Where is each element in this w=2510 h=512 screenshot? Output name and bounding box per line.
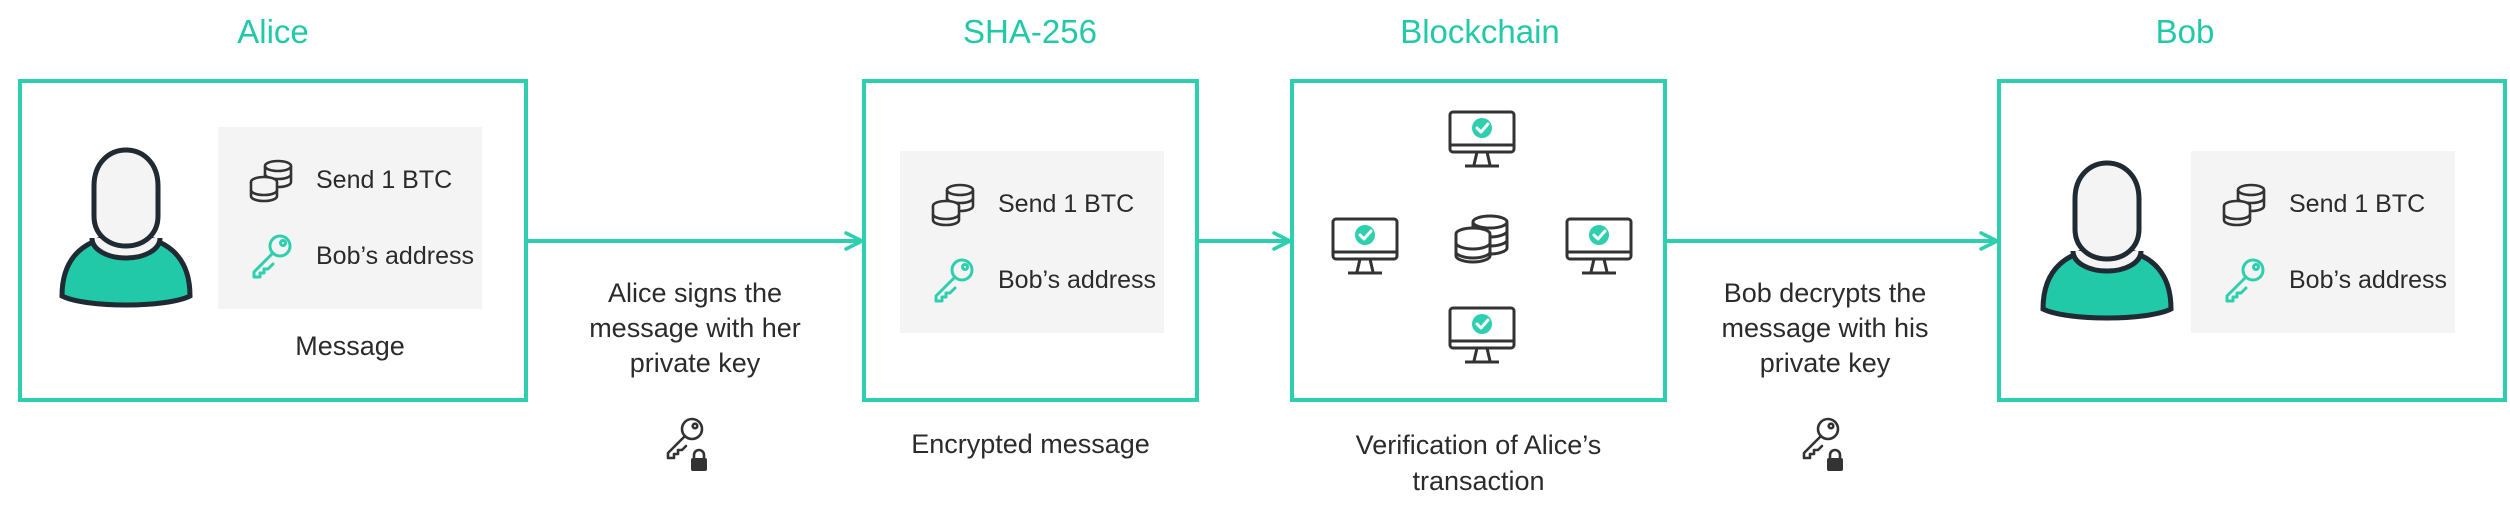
key-icon	[928, 256, 980, 304]
caption-encrypted: Encrypted message	[911, 429, 1150, 459]
address-row: Bob’s address	[2219, 255, 2447, 305]
send-label: Send 1 BTC	[998, 189, 1135, 218]
message-panel-alice: Send 1 BTC Bob’s address	[218, 127, 482, 309]
person-icon	[2037, 159, 2177, 329]
caption-bob-decrypts: Bob decrypts the message with his privat…	[1690, 276, 1960, 381]
message-panel-bob: Send 1 BTC Bob’s address	[2191, 151, 2455, 333]
private-key-lock-icon	[662, 415, 714, 475]
sha256-box: Send 1 BTC Bob’s address	[862, 79, 1199, 402]
address-row: Bob’s address	[246, 231, 474, 281]
caption-alice-signs: Alice signs the message with her private…	[560, 276, 830, 381]
coins-icon	[2219, 180, 2271, 228]
address-label: Bob’s address	[998, 265, 1156, 294]
alice-box: Send 1 BTC Bob’s address Message	[18, 79, 528, 402]
coins-icon	[928, 180, 980, 228]
private-key-lock-icon	[1798, 415, 1850, 475]
key-icon	[246, 232, 298, 280]
title-blockchain: Blockchain	[1400, 13, 1560, 50]
caption-message: Message	[295, 331, 405, 361]
send-row: Send 1 BTC	[928, 179, 1134, 229]
title-bob: Bob	[2155, 13, 2215, 50]
title-alice: Alice	[237, 13, 309, 50]
address-row: Bob’s address	[928, 255, 1156, 305]
monitor-check-icon	[1564, 216, 1634, 280]
address-label: Bob’s address	[316, 241, 474, 270]
caption-alice-signs-line1: Alice signs the	[607, 278, 783, 308]
coin-stack-icon	[1452, 212, 1512, 266]
caption-verification-line1: Verification of Alice’s	[1355, 430, 1602, 460]
caption-verification-line2: transaction	[1412, 466, 1545, 496]
caption-bob-decrypts-line3: private key	[1759, 348, 1891, 378]
caption-alice-signs-line3: private key	[629, 348, 761, 378]
blockchain-box	[1290, 79, 1667, 402]
address-label: Bob’s address	[2289, 265, 2447, 294]
send-row: Send 1 BTC	[2219, 179, 2425, 229]
send-row: Send 1 BTC	[246, 155, 452, 205]
send-label: Send 1 BTC	[2289, 189, 2426, 218]
monitor-check-icon	[1447, 109, 1517, 173]
coins-icon	[246, 156, 298, 204]
caption-verification: Verification of Alice’s transaction	[1290, 427, 1667, 499]
caption-bob-decrypts-line1: Bob decrypts the	[1723, 278, 1927, 308]
send-label: Send 1 BTC	[316, 165, 453, 194]
message-panel-encrypted: Send 1 BTC Bob’s address	[900, 151, 1164, 333]
bob-box: Send 1 BTC Bob’s address	[1997, 79, 2507, 402]
person-icon	[56, 146, 196, 316]
title-sha256: SHA-256	[963, 13, 1097, 50]
caption-bob-decrypts-line2: message with his	[1721, 313, 1929, 343]
caption-alice-signs-line2: message with her	[589, 313, 801, 343]
monitor-check-icon	[1330, 216, 1400, 280]
key-icon	[2219, 256, 2271, 304]
monitor-check-icon	[1447, 305, 1517, 369]
